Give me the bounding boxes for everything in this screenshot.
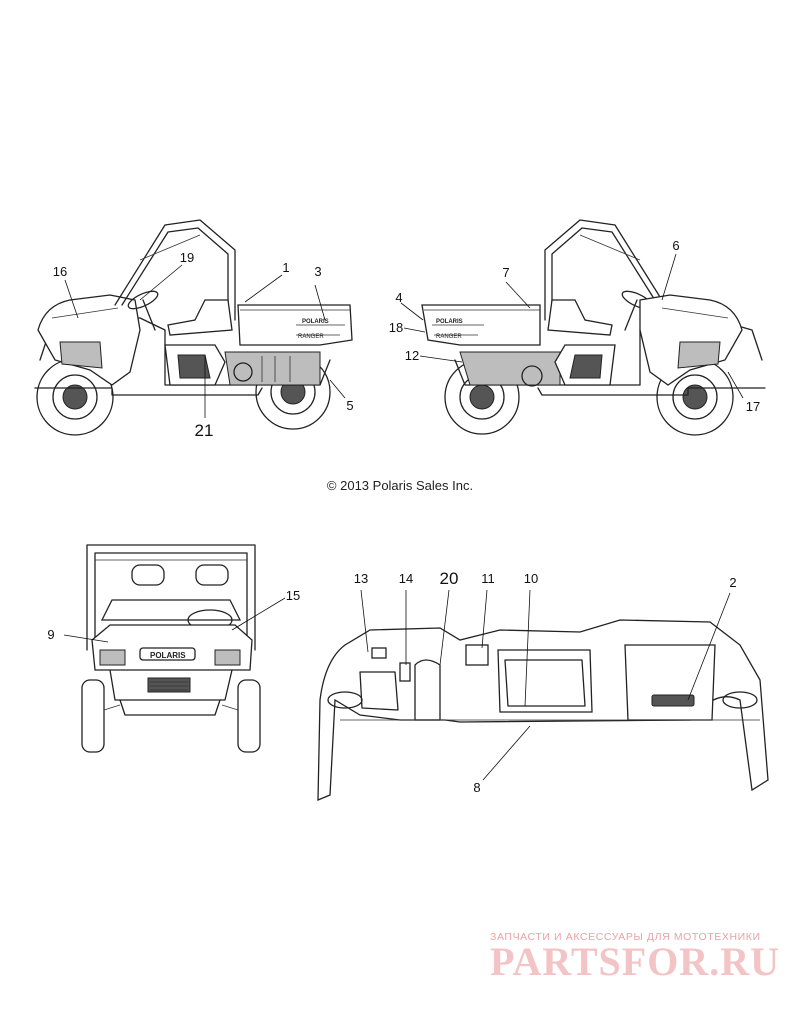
- callout-13: 13: [354, 571, 368, 586]
- callout-2: 2: [729, 575, 736, 590]
- callouts: 16 19 1 3 5 21 4 18 12 7 6 17 9 15 13 14…: [47, 238, 760, 795]
- watermark-logo: PARTSFOR.RU: [490, 939, 780, 984]
- callout-5: 5: [346, 398, 353, 413]
- callout-9: 9: [47, 627, 54, 642]
- callout-17: 17: [746, 399, 760, 414]
- callout-20: 20: [440, 569, 459, 588]
- callout-21: 21: [195, 421, 214, 440]
- vehicle-front-view: POLARIS: [81, 544, 261, 753]
- brand-decal-right: POLARIS: [436, 319, 463, 325]
- callout-19: 19: [180, 250, 194, 265]
- model-decal-right: RANGER: [436, 334, 462, 340]
- vehicle-right-side-view: POLARIS RANGER: [421, 219, 766, 436]
- callout-4: 4: [395, 290, 402, 305]
- callout-11: 11: [481, 571, 495, 586]
- callout-6: 6: [672, 238, 679, 253]
- callout-16: 16: [53, 264, 67, 279]
- callout-7: 7: [502, 265, 509, 280]
- callout-15: 15: [286, 588, 300, 603]
- callout-3: 3: [314, 264, 321, 279]
- callout-10: 10: [524, 571, 538, 586]
- brand-decal-front: POLARIS: [150, 651, 186, 660]
- callout-1: 1: [282, 260, 289, 275]
- copyright-notice: © 2013 Polaris Sales Inc.: [326, 478, 474, 493]
- callout-18: 18: [389, 320, 403, 335]
- leader-lines: [63, 253, 744, 781]
- callout-8: 8: [473, 780, 480, 795]
- callout-12: 12: [405, 348, 419, 363]
- callout-14: 14: [399, 571, 413, 586]
- dashboard-view: [317, 619, 769, 801]
- brand-decal-left: POLARIS: [302, 319, 329, 325]
- model-decal-left: RANGER: [298, 334, 324, 340]
- watermark-tagline: ЗАПЧАСТИ И АКСЕССУАРЫ ДЛЯ МОТОТЕХНИКИ: [490, 931, 761, 943]
